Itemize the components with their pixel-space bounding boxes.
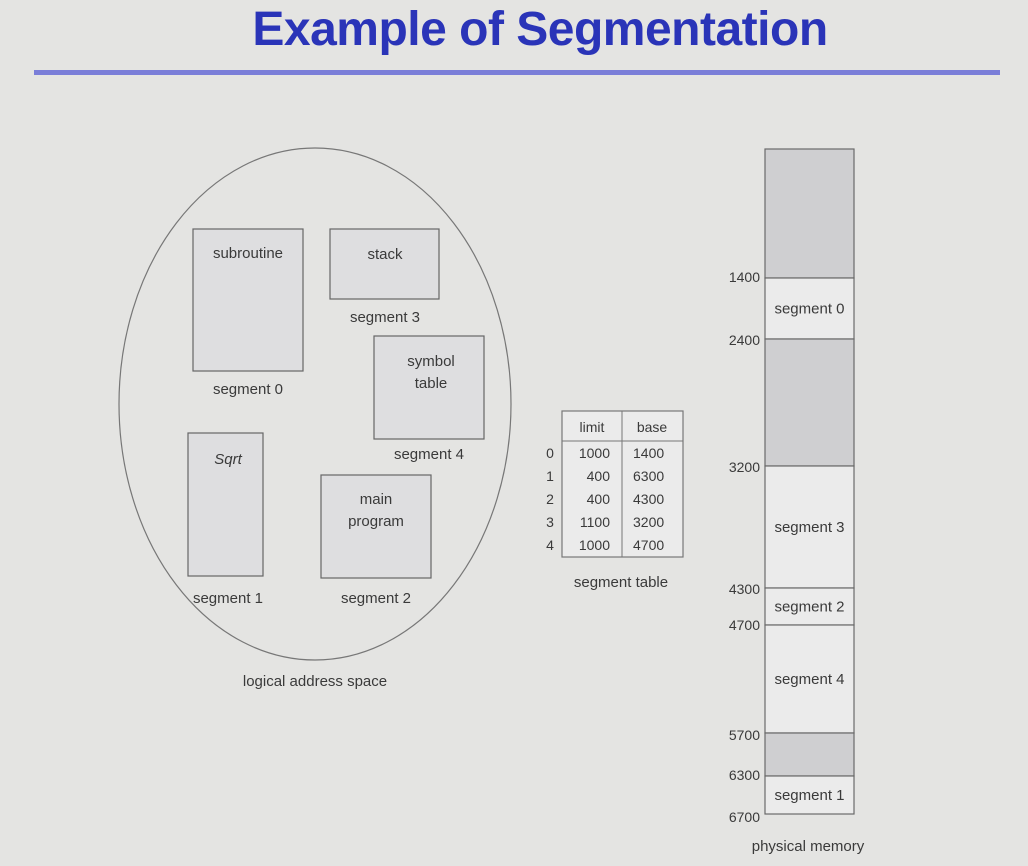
- memory-block-label: segment 4: [774, 671, 844, 688]
- logical-address-space: subroutine segment 0 stack segment 3 sym…: [118, 147, 512, 690]
- segment-label-1: segment 1: [193, 590, 263, 607]
- segment-content-sqrt: Sqrt: [214, 451, 242, 468]
- memory-blocks: segment 0 segment 3 segment 2 segment 4 segm…: [764, 148, 855, 815]
- address-space-outline: [118, 147, 512, 661]
- segment-label-0: segment 0: [213, 381, 283, 398]
- table-cell-base: 3200: [633, 514, 664, 530]
- table-cell-base: 6300: [633, 468, 664, 484]
- memory-address-label: 6700: [729, 809, 760, 825]
- table-cell-base: 4700: [633, 537, 664, 553]
- table-cell-limit: 400: [587, 491, 611, 507]
- memory-block-used: [764, 277, 855, 340]
- memory-addresses: 1400 2400 3200 4300 4700 5700 6300 6700: [729, 269, 760, 825]
- memory-address-label: 1400: [729, 269, 760, 285]
- logical-address-space-caption: logical address space: [243, 673, 387, 690]
- title-rule: [34, 70, 1000, 75]
- segment-box-symbol-table: [373, 335, 485, 440]
- segment-box-stack: [329, 228, 440, 300]
- table-cell-limit: 1100: [580, 514, 610, 530]
- table-header-base: base: [637, 419, 668, 435]
- memory-address-label: 4700: [729, 617, 760, 633]
- table-cell-limit: 1000: [579, 537, 610, 553]
- memory-block-used: [764, 465, 855, 589]
- physical-memory: segment 0 segment 3 segment 2 segment 4 segm…: [729, 148, 865, 855]
- table-header-limit: limit: [580, 419, 605, 435]
- segment-box-main-program: [320, 474, 432, 579]
- segment-box-sqrt: [187, 432, 264, 577]
- segment-box-subroutine: [192, 228, 304, 372]
- table-row-index: 1: [546, 468, 554, 484]
- segment-content-subroutine: subroutine: [213, 245, 283, 262]
- table-row-index: 3: [546, 514, 554, 530]
- memory-block-used: [764, 587, 855, 626]
- memory-block-free: [764, 338, 855, 467]
- table-cell-base: 1400: [633, 445, 664, 461]
- memory-block-label: segment 1: [774, 787, 844, 804]
- memory-block-used: [764, 775, 855, 815]
- memory-address-label: 5700: [729, 727, 760, 743]
- memory-address-label: 4300: [729, 581, 760, 597]
- segment-content-stack: stack: [367, 246, 403, 263]
- table-row-index: 0: [546, 445, 554, 461]
- memory-block-free: [764, 148, 855, 279]
- memory-address-label: 6300: [729, 767, 760, 783]
- physical-memory-caption: physical memory: [752, 838, 865, 855]
- memory-block-free: [764, 732, 855, 777]
- segment-label-4: segment 4: [394, 446, 464, 463]
- memory-block-label: segment 2: [774, 599, 844, 616]
- slide-title: Example of Segmentation: [252, 3, 828, 56]
- table-row-index: 2: [546, 491, 554, 507]
- segment-label-3: segment 3: [350, 309, 420, 326]
- memory-block-used: [764, 624, 855, 734]
- table-cell-limit: 400: [587, 468, 611, 484]
- memory-block-label: segment 0: [774, 301, 844, 318]
- segment-table-caption: segment table: [574, 574, 668, 591]
- memory-address-label: 2400: [729, 332, 760, 348]
- table-cell-limit: 1000: [579, 445, 610, 461]
- table-row-index: 4: [546, 537, 554, 553]
- segment-label-2: segment 2: [341, 590, 411, 607]
- memory-address-label: 3200: [729, 459, 760, 475]
- table-cell-base: 4300: [633, 491, 664, 507]
- memory-block-label: segment 3: [774, 519, 844, 536]
